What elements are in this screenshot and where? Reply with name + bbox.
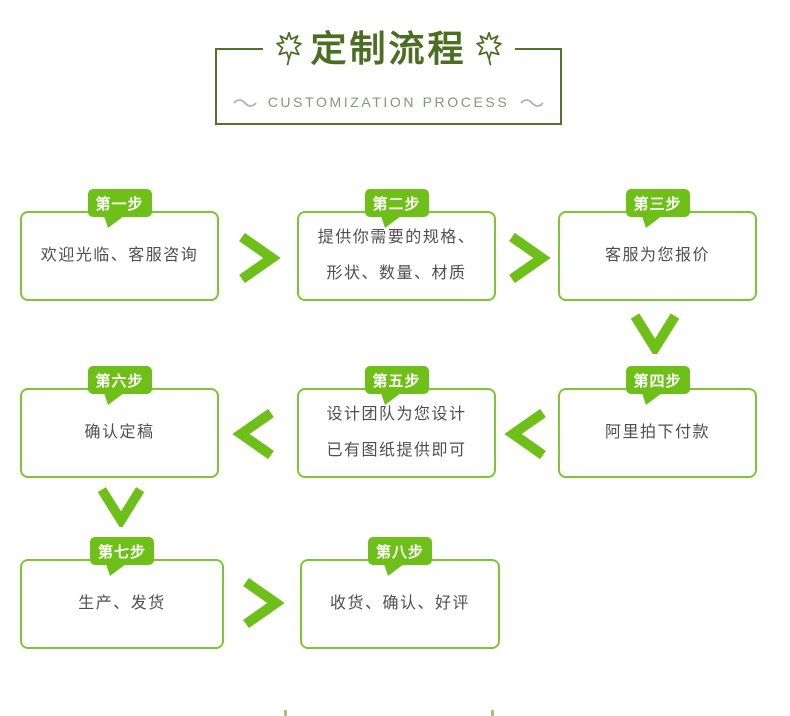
step-text-line: 客服为您报价	[604, 247, 710, 264]
section-title-wrap: 定制流程	[262, 25, 515, 73]
arrow-right-icon	[509, 233, 550, 283]
step-badge-3: 第三步	[625, 189, 690, 228]
step-text-line: 形状、数量、材质	[326, 265, 467, 282]
maple-leaf-icon	[275, 31, 302, 66]
step-box-3: 第三步 客服为您报价	[558, 189, 757, 301]
next-section-leaf-tip	[284, 710, 287, 716]
step-badge-6: 第六步	[87, 366, 152, 405]
step-text-line: 欢迎光临、客服咨询	[40, 247, 199, 264]
step-description: 提供你需要的规格、 形状、数量、材质	[318, 220, 476, 292]
step-box-2: 第二步 提供你需要的规格、 形状、数量、材质	[297, 189, 496, 301]
arrow-right-icon	[239, 233, 280, 283]
step-box-1: 第一步 欢迎光临、客服咨询	[20, 189, 219, 301]
wave-decoration-icon	[233, 99, 257, 107]
badge-tail	[641, 393, 662, 405]
section-header-box: 定制流程 CUSTOMIZATION PROCESS	[215, 25, 562, 125]
step-description: 设计团队为您设计 已有图纸提供即可	[326, 397, 466, 469]
step-badge-label: 第五步	[372, 372, 421, 390]
step-description: 确认定稿	[84, 415, 154, 451]
step-badge-label: 第八步	[375, 543, 425, 561]
step-badge-label: 第二步	[372, 195, 421, 213]
step-description: 客服为您报价	[605, 238, 710, 274]
section-title: 定制流程	[310, 28, 467, 69]
badge-tail	[383, 564, 404, 576]
step-description: 欢迎光临、客服咨询	[41, 238, 199, 274]
step-badge-1: 第一步	[87, 189, 152, 228]
arrow-left-icon	[233, 409, 274, 459]
step-badge-label: 第六步	[95, 372, 144, 390]
step-description: 阿里拍下付款	[605, 415, 710, 451]
step-text-line: 确认定稿	[84, 424, 155, 441]
step-badge-label: 第七步	[97, 543, 147, 561]
step-badge-label: 第四步	[633, 372, 682, 390]
badge-tail	[105, 564, 126, 576]
badge-tail	[380, 216, 401, 228]
step-box-8: 第八步 收货、确认、好评	[300, 537, 500, 649]
section-subtitle: CUSTOMIZATION PROCESS	[267, 94, 510, 110]
arrow-right-icon	[243, 578, 284, 628]
step-box-4: 第四步 阿里拍下付款	[558, 366, 757, 478]
step-badge-label: 第三步	[633, 195, 682, 213]
arrow-down-icon	[630, 313, 680, 354]
badge-tail	[103, 393, 124, 405]
step-badge-7: 第七步	[89, 537, 155, 576]
step-text-line: 生产、发货	[78, 595, 166, 612]
wave-decoration-icon	[520, 99, 544, 107]
arrow-down-icon	[97, 487, 145, 527]
step-text-line: 收货、确认、好评	[329, 595, 470, 612]
next-section-leaf-tip	[491, 710, 494, 716]
maple-leaf-icon	[475, 31, 502, 66]
badge-tail	[103, 216, 124, 228]
step-text-line: 阿里拍下付款	[604, 424, 710, 441]
step-box-7: 第七步 生产、发货	[20, 537, 224, 649]
step-text-line: 已有图纸提供即可	[326, 442, 467, 459]
arrow-left-icon	[505, 409, 546, 459]
step-badge-2: 第二步	[364, 189, 429, 228]
step-description: 生产、发货	[78, 586, 166, 622]
step-text-line: 设计团队为您设计	[326, 406, 467, 423]
step-text-line: 提供你需要的规格、	[317, 229, 476, 246]
step-box-6: 第六步 确认定稿	[20, 366, 219, 478]
step-badge-label: 第一步	[95, 195, 144, 213]
badge-tail	[641, 216, 662, 228]
step-badge-5: 第五步	[364, 366, 429, 405]
section-subtitle-row: CUSTOMIZATION PROCESS	[217, 94, 560, 110]
step-badge-8: 第八步	[367, 537, 433, 576]
step-box-5: 第五步 设计团队为您设计 已有图纸提供即可	[297, 366, 496, 478]
step-badge-4: 第四步	[625, 366, 690, 405]
step-description: 收货、确认、好评	[330, 586, 470, 622]
badge-tail	[380, 393, 401, 405]
